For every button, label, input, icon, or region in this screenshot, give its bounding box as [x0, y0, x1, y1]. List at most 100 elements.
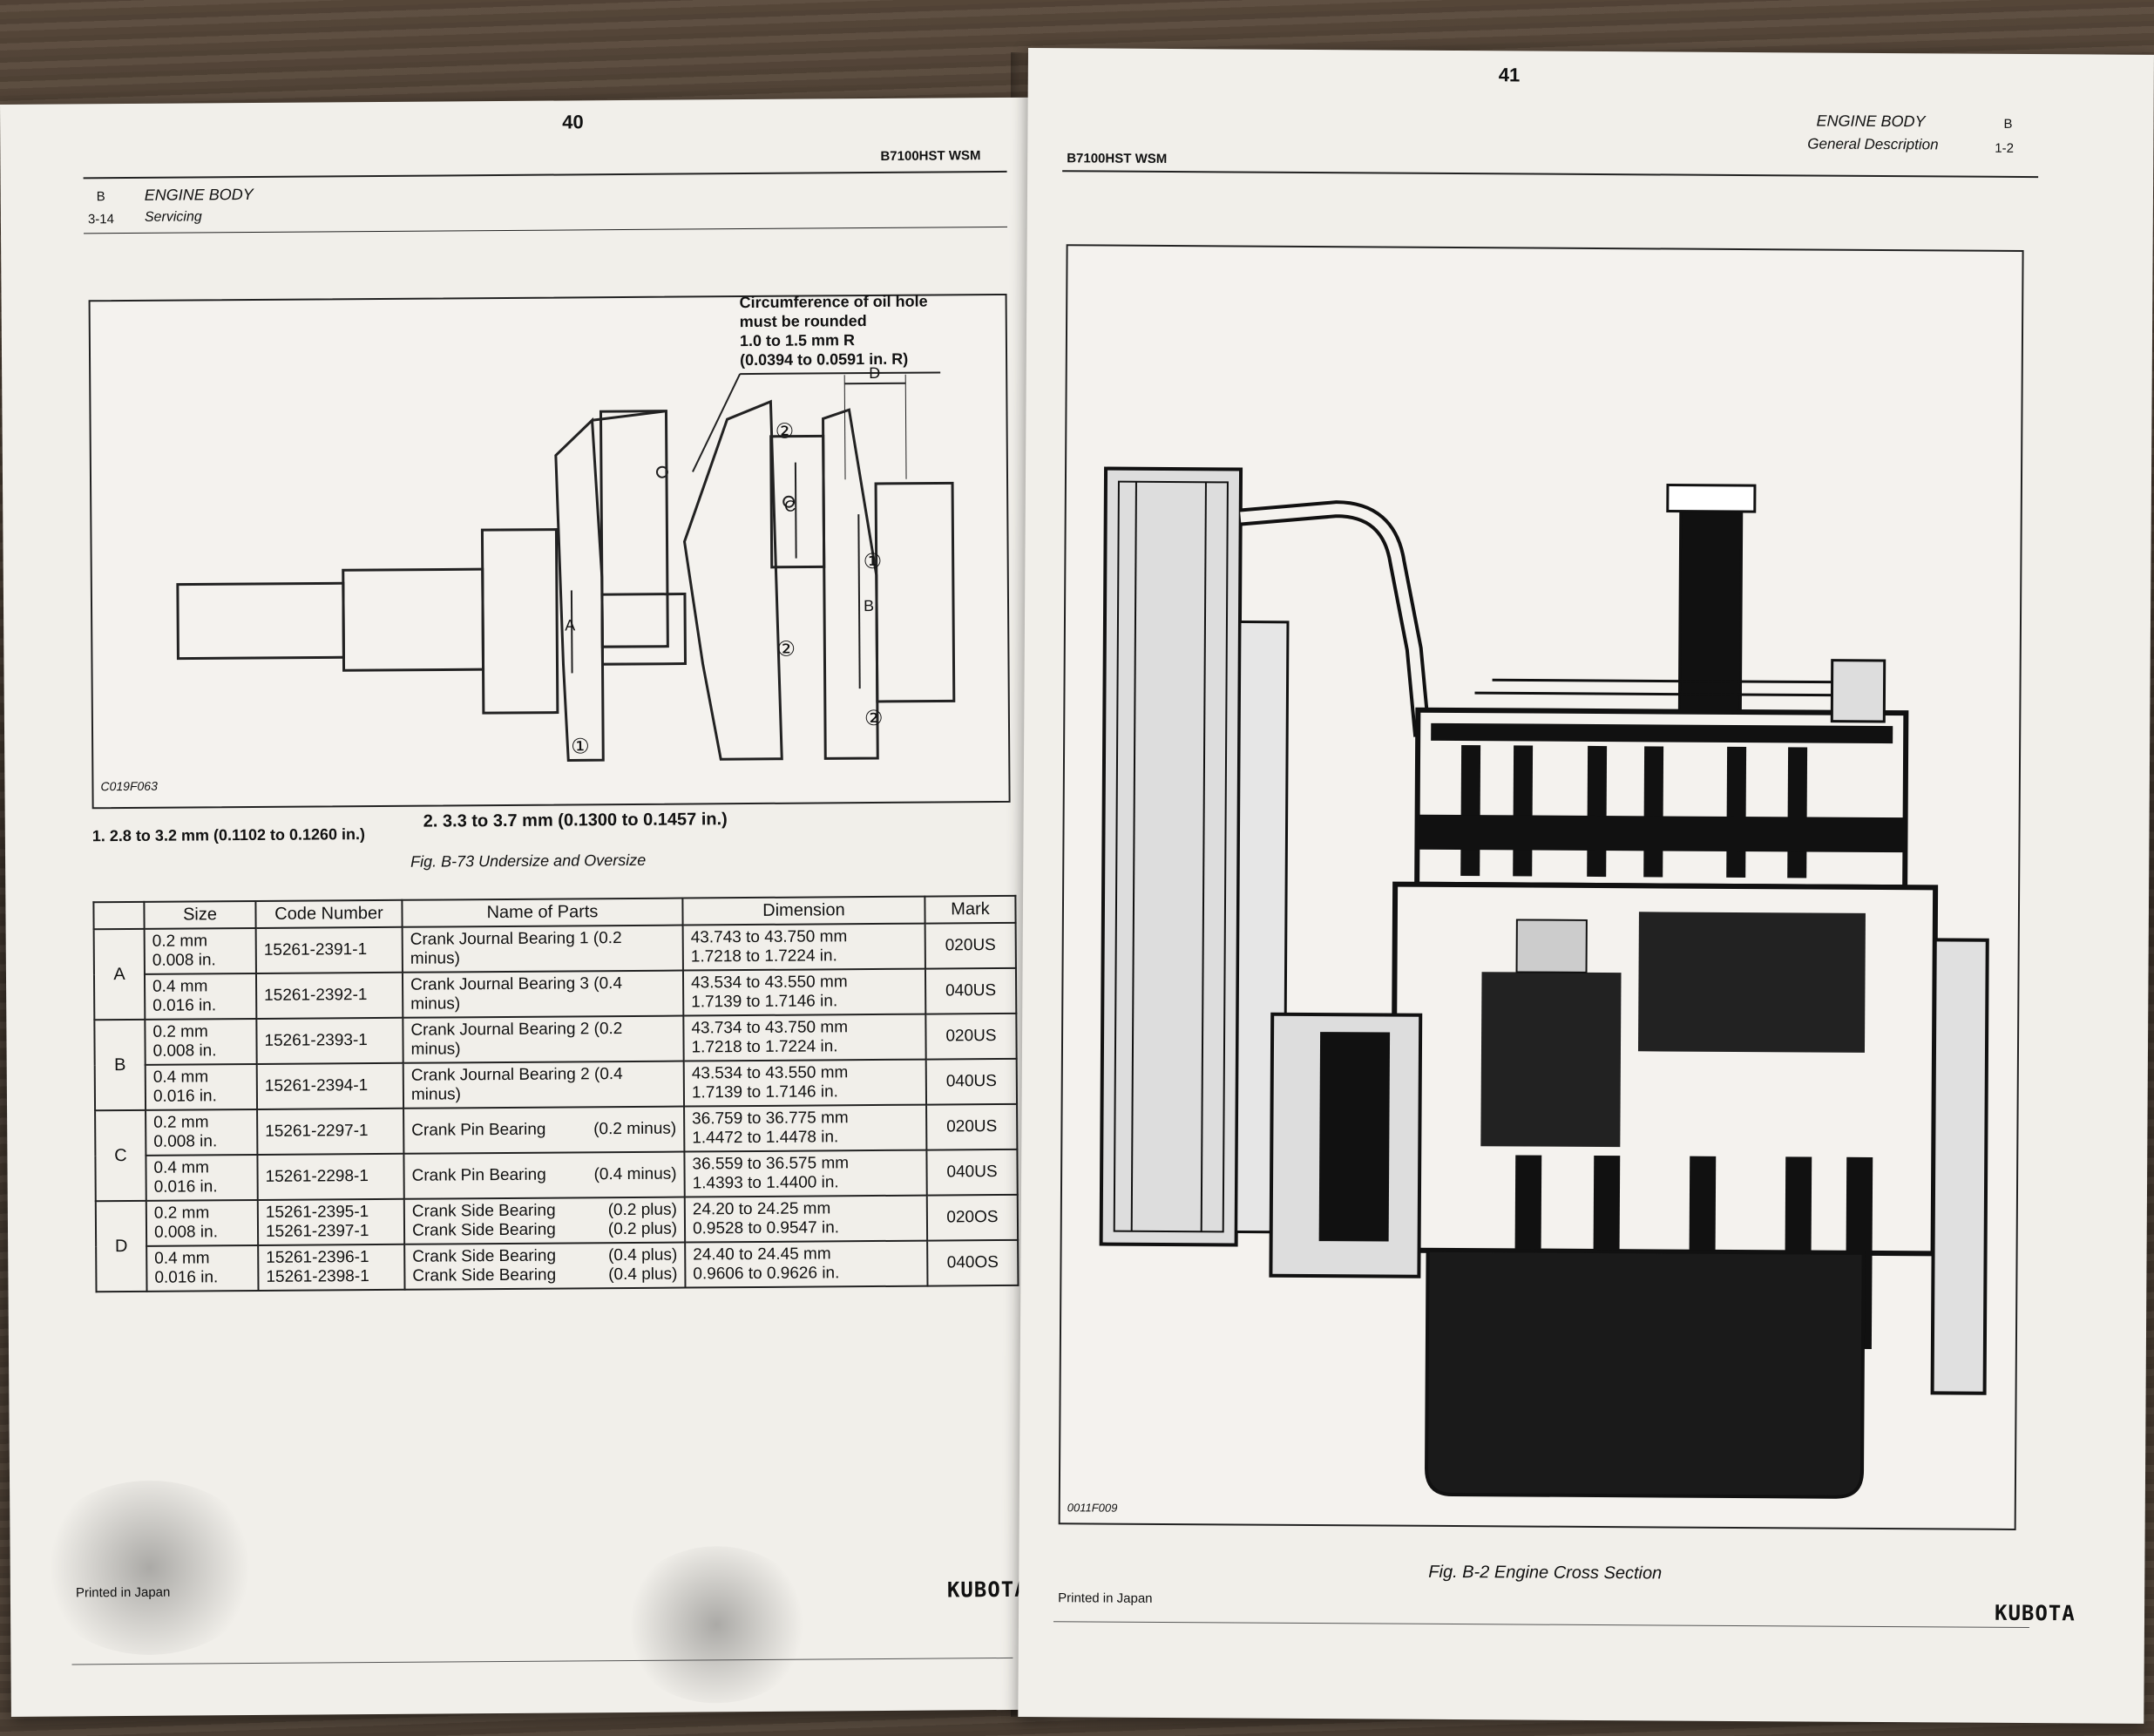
section-title: ENGINE BODY: [1816, 112, 1926, 131]
footer-printed: Printed in Japan: [75, 1584, 171, 1601]
header-group: [93, 901, 145, 930]
callout-1-left: ①: [571, 735, 590, 759]
dim-label-b: B: [863, 597, 875, 615]
header-name: Name of Parts: [402, 898, 683, 927]
left-page: 40 B7100HST WSM B ENGINE BODY 3-14 Servi…: [0, 97, 1048, 1717]
engine-cross-section-figure: 0011F009: [1058, 244, 2024, 1530]
figure-code: C019F063: [100, 778, 158, 794]
figure-code: 0011F009: [1067, 1501, 1118, 1515]
kubota-logo: KUBOTA: [1994, 1600, 2076, 1626]
dim-label-a: A: [565, 616, 576, 634]
print-smudge: [36, 1479, 264, 1656]
crankshaft-drawing: [176, 371, 956, 762]
figure-caption: Fig. B-2 Engine Cross Section: [1428, 1562, 1663, 1583]
name-cell: Crank Pin Bearing(0.4 minus): [403, 1151, 685, 1199]
name-cell: Crank Journal Bearing 3 (0.4 minus): [402, 970, 684, 1018]
group-label: D: [95, 1200, 147, 1292]
section-title: ENGINE BODY: [144, 185, 254, 204]
section-subtitle: General Description: [1807, 135, 1939, 153]
group-label: B: [94, 1019, 146, 1111]
section-code: 3-14: [87, 212, 115, 227]
header-code: Code Number: [255, 899, 403, 928]
page-number: 40: [562, 111, 584, 133]
section-letter: B: [96, 189, 105, 205]
manual-code: B7100HST WSM: [1067, 151, 1168, 166]
mark-cell: 040US: [925, 967, 1017, 1014]
code-cell: 15261-2297-1: [257, 1108, 404, 1155]
header-dimension: Dimension: [682, 896, 925, 926]
section-code: 1-2: [1995, 140, 2015, 156]
code-cell: 15261-2391-1: [255, 926, 403, 973]
crankshaft-figure: Circumference of oil hole must be rounde…: [88, 293, 1011, 810]
mark-cell: 040US: [926, 1149, 1018, 1196]
manual-code: B7100HST WSM: [880, 148, 981, 164]
mark-cell: 040OS: [927, 1239, 1019, 1286]
code-cell: 15261-2393-1: [256, 1017, 403, 1064]
name-cell: Crank Side Bearing(0.4 plus) Crank Side …: [404, 1242, 686, 1290]
legend-1: 1. 2.8 to 3.2 mm (0.1102 to 0.1260 in.): [91, 825, 366, 845]
name-cell: Crank Journal Bearing 2 (0.4 minus): [403, 1061, 685, 1109]
bearing-table: Size Code Number Name of Parts Dimension…: [92, 895, 1019, 1292]
footer-printed: Printed in Japan: [1058, 1590, 1153, 1606]
callout-2-mid: ②: [776, 637, 796, 661]
code-cell: 15261-2298-1: [257, 1153, 404, 1200]
callout-1-right: ①: [863, 549, 883, 574]
mark-cell: 020US: [926, 1103, 1018, 1150]
figure-caption: Fig. B-73 Undersize and Oversize: [410, 851, 647, 871]
header-size: Size: [144, 900, 256, 929]
footer-rule: [1053, 1621, 2029, 1629]
legend-2: 2. 3.3 to 3.7 mm (0.1300 to 0.1457 in.): [423, 810, 728, 831]
mark-cell: 040US: [925, 1058, 1018, 1105]
mark-cell: 020US: [925, 922, 1016, 969]
section-subtitle: Servicing: [144, 209, 202, 225]
dim-label-c: C: [784, 497, 796, 515]
dim-label-d: D: [869, 363, 881, 383]
header-rule: [1062, 170, 2039, 179]
callout-2-right: ②: [864, 706, 884, 731]
group-label: C: [95, 1109, 146, 1202]
code-cell: 15261-2392-1: [255, 972, 403, 1019]
name-cell: Crank Pin Bearing(0.2 minus): [403, 1106, 685, 1154]
print-smudge: [620, 1545, 813, 1705]
footer-rule: [71, 1657, 1013, 1665]
mark-cell: 020US: [925, 1013, 1017, 1060]
group-label: A: [93, 928, 146, 1021]
right-page: 41 ENGINE BODY B General Description 1-2…: [1018, 48, 2154, 1724]
callout-2-top: ②: [775, 419, 795, 444]
mark-cell: 020OS: [926, 1194, 1019, 1241]
name-cell: Crank Side Bearing(0.2 plus) Crank Side …: [403, 1197, 686, 1244]
engine-drawing: [1099, 466, 1989, 1499]
name-cell: Crank Journal Bearing 1 (0.2 minus): [402, 925, 683, 973]
name-cell: Crank Journal Bearing 2 (0.2 minus): [403, 1015, 684, 1063]
code-cell: 15261-2394-1: [256, 1062, 404, 1109]
kubota-logo: KUBOTA: [946, 1577, 1028, 1603]
header-rule: [83, 170, 1007, 180]
section-letter: B: [2003, 116, 2013, 132]
page-number: 41: [1498, 64, 1521, 86]
